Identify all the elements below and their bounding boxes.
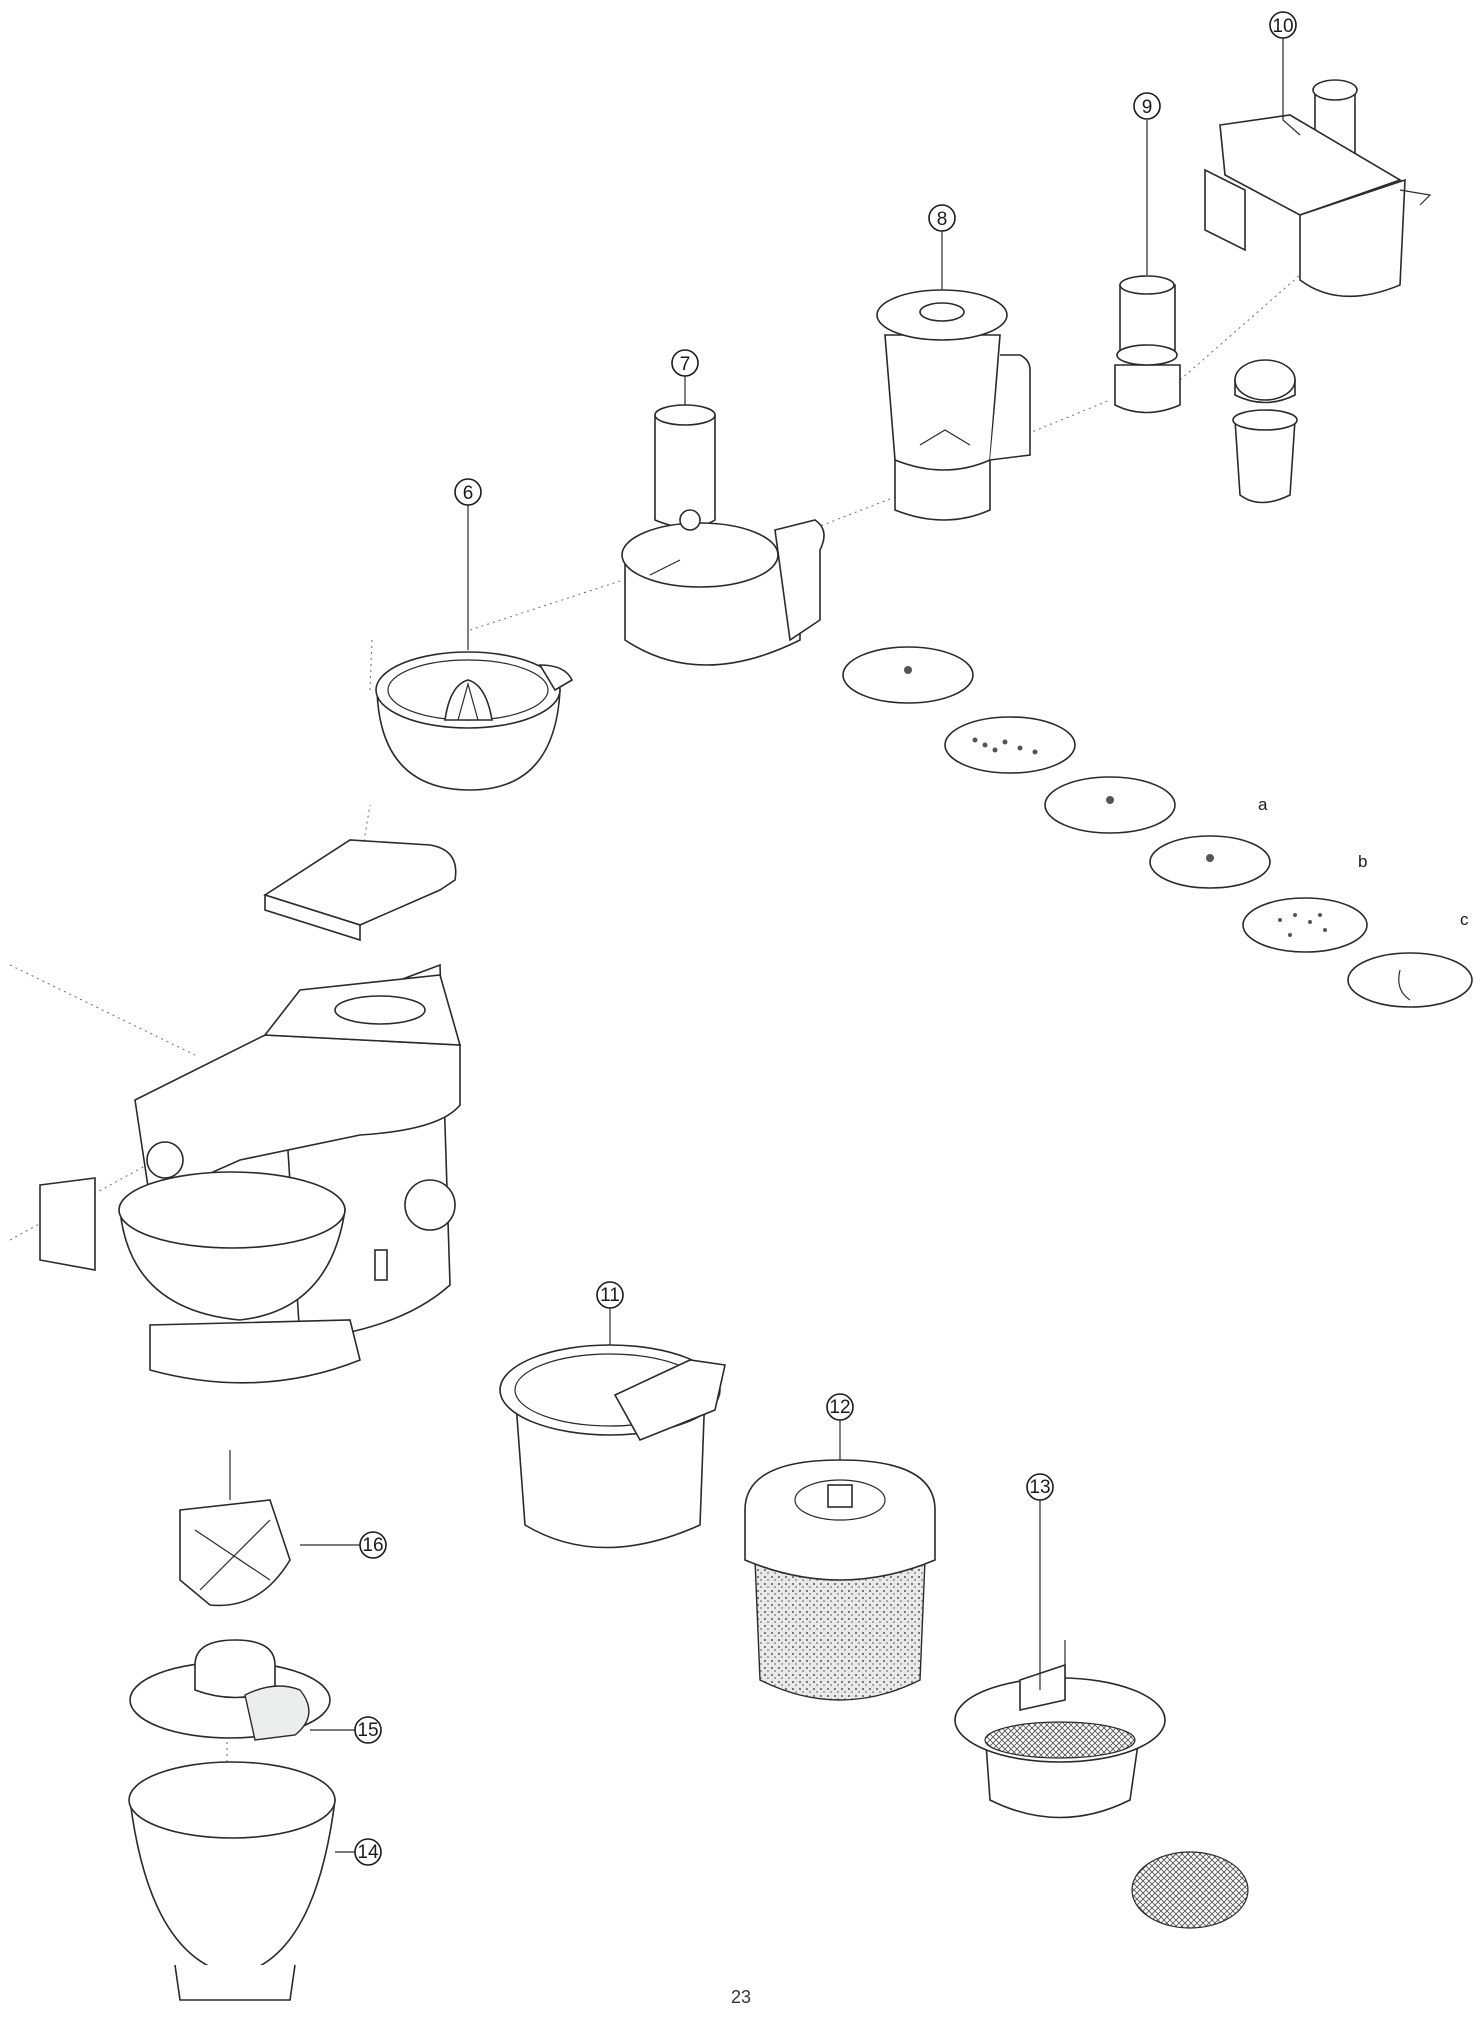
continuous-juicer: [1204, 79, 1432, 298]
callout-7: 7: [671, 349, 699, 377]
blender: [876, 289, 1031, 521]
callout-14: 14: [354, 1838, 382, 1866]
svg-text:10: 10: [1272, 16, 1293, 37]
svg-text:8: 8: [937, 209, 948, 230]
callouts: 6 7 8 9 10 11 12 13: [354, 11, 1297, 1866]
svg-text:13: 13: [1029, 1477, 1050, 1498]
freezer-bowl: [744, 1459, 936, 1701]
disc-set: [842, 646, 1473, 1008]
page-number: 23: [730, 1987, 752, 2007]
svg-text:6: 6: [463, 483, 474, 504]
mixing-bowl: [128, 1761, 336, 2001]
disc-holes-1: [972, 737, 1038, 755]
grater-dots: [1278, 913, 1327, 937]
k-beater: [179, 1450, 291, 1607]
svg-text:9: 9: [1142, 97, 1153, 118]
sieve: [954, 1640, 1249, 1929]
svg-text:16: 16: [362, 1535, 383, 1556]
callout-6: 6: [454, 478, 482, 506]
callout-15: 15: [354, 1716, 382, 1744]
svg-text:7: 7: [680, 354, 691, 375]
svg-text:15: 15: [357, 1720, 378, 1741]
svg-text:12: 12: [829, 1397, 850, 1418]
callout-9: 9: [1133, 92, 1161, 120]
svg-text:14: 14: [357, 1842, 379, 1863]
pouring-shield: [129, 1639, 331, 1741]
outlet-cover: [263, 839, 457, 942]
citrus-juicer: [375, 651, 574, 791]
food-processor: [621, 404, 825, 666]
disc-label-c: c: [1460, 910, 1469, 929]
callout-13: 13: [1026, 1473, 1054, 1501]
disc-label-a: a: [1258, 795, 1268, 814]
stand-mixer: [39, 963, 462, 1384]
callout-12: 12: [826, 1393, 854, 1421]
disc-label-b: b: [1358, 852, 1367, 871]
callout-16: 16: [359, 1531, 387, 1559]
ice-cream-maker: [499, 1344, 726, 1549]
multimill: [1114, 275, 1298, 504]
svg-text:11: 11: [600, 1285, 620, 1306]
mesh-disc: [1131, 1851, 1249, 1929]
callout-11: 11: [596, 1281, 624, 1309]
callout-8: 8: [928, 204, 956, 232]
leader-lines: [300, 38, 1301, 1853]
callout-10: 10: [1269, 11, 1297, 39]
